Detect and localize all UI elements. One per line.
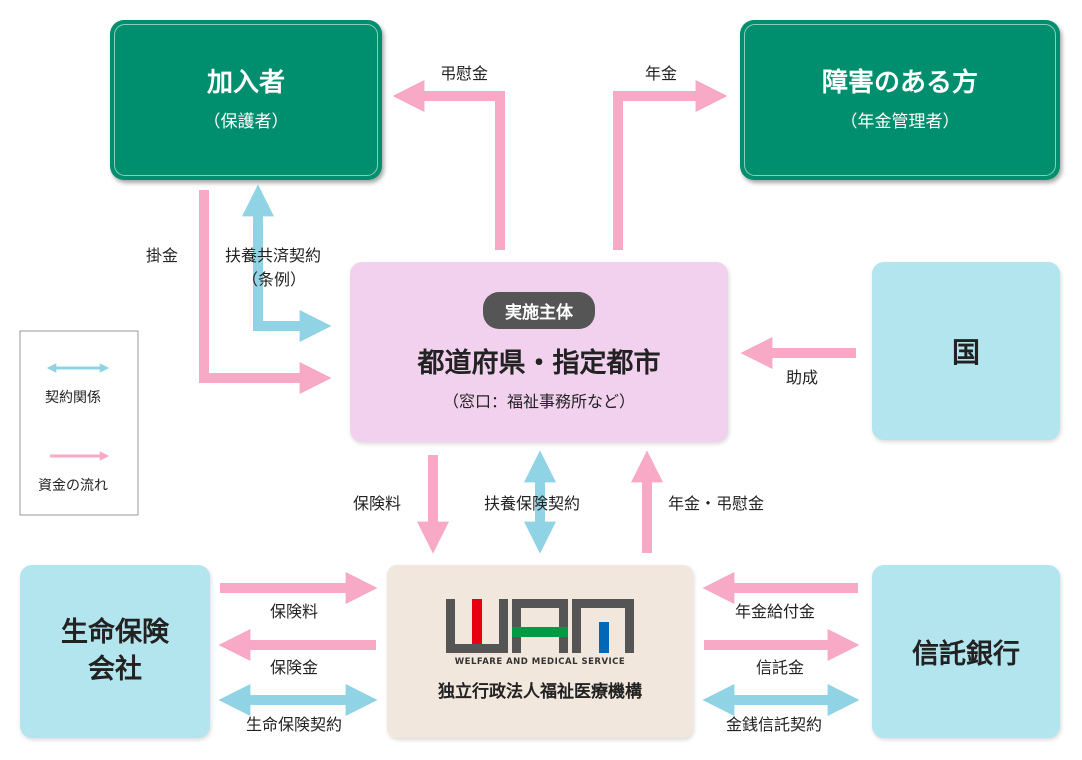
- wam-name: 独立行政法人福祉医療機構: [438, 682, 642, 702]
- trust-bank-box: 信託銀行: [872, 565, 1060, 738]
- condolence-arrow: [392, 79, 505, 250]
- insurance-company-title: 生命保険 会社: [61, 617, 169, 685]
- pension-payment-label: 年金給付金: [735, 602, 816, 621]
- implementer-title: 都道府県・指定都市: [417, 348, 661, 379]
- mutual-aid-arrow: [241, 184, 332, 343]
- condolence-label: 弔慰金: [440, 64, 489, 83]
- implementer-badge: 実施主体: [483, 292, 595, 329]
- pension-top-label: 年金: [645, 64, 678, 83]
- wam-box: WELFARE AND MEDICAL SERVICE 独立行政法人福祉医療機構: [387, 565, 693, 738]
- disabled-person-subtitle: （年金管理者）: [840, 112, 960, 133]
- wam-logo-m: [572, 599, 634, 653]
- country-box: 国: [872, 262, 1060, 440]
- insurance-money-label: 保険金: [270, 658, 319, 677]
- ordinance-label: （条例）: [242, 270, 307, 289]
- subsidy-label: 助成: [786, 368, 819, 387]
- subscriber-box: 加入者 （保護者）: [110, 20, 382, 180]
- legend-funds-label: 資金の流れ: [38, 478, 108, 494]
- wam-logo-w: [446, 599, 508, 653]
- pension-arrow: [613, 79, 728, 250]
- trust-money-label: 信託金: [756, 658, 805, 677]
- wam-red-bar: [472, 599, 482, 644]
- wam-blue-bar: [599, 622, 609, 653]
- pension-condolence-label: 年金・弔慰金: [668, 494, 765, 513]
- trust-bank-title: 信託銀行: [912, 639, 1020, 670]
- wam-logo: [446, 599, 634, 653]
- money-trust-contract-label: 金銭信託契約: [726, 715, 823, 734]
- legend-contract-label: 契約関係: [45, 390, 101, 406]
- country-title: 国: [951, 336, 980, 369]
- implementer-subtitle: （窓口：福祉事務所など）: [442, 392, 635, 411]
- mutual-insurance-label: 扶養保険契約: [484, 494, 581, 513]
- subscriber-title: 加入者: [206, 67, 285, 98]
- mutual-aid-label: 扶養共済契約: [225, 246, 322, 265]
- disabled-person-title: 障害のある方: [821, 67, 978, 98]
- premium-top-label: 掛金: [146, 246, 179, 265]
- subscriber-subtitle: （保護者）: [203, 112, 289, 133]
- insurance-fee-mid-label: 保険料: [353, 494, 402, 513]
- disabled-person-box: 障害のある方 （年金管理者）: [740, 20, 1060, 180]
- wam-logo-a: [512, 599, 568, 653]
- insurance-fee-bottom-label: 保険料: [270, 602, 319, 621]
- life-contract-label: 生命保険契約: [246, 715, 343, 734]
- wam-tagline: WELFARE AND MEDICAL SERVICE: [454, 657, 626, 667]
- implementer-box: 実施主体 都道府県・指定都市 （窓口：福祉事務所など）: [350, 262, 728, 442]
- legend-frame: [19, 330, 139, 516]
- wam-green-bar: [512, 627, 568, 637]
- premium-arrow: [199, 190, 332, 395]
- insurance-company-box: 生命保険 会社: [20, 565, 210, 738]
